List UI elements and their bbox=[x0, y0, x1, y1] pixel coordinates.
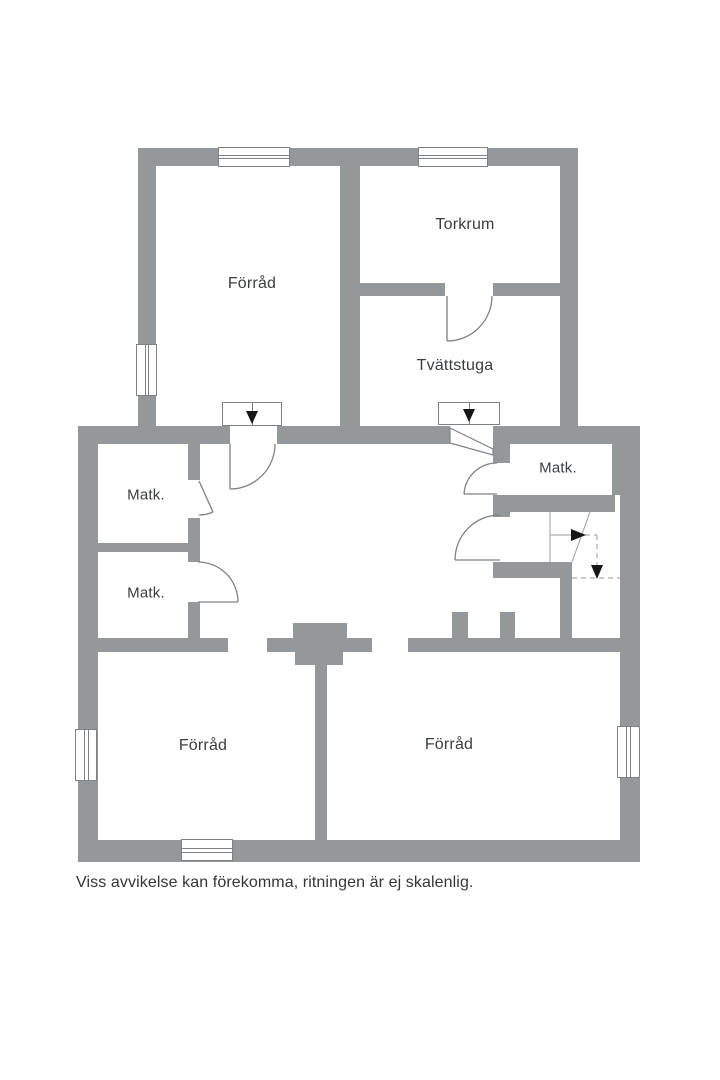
window-icon bbox=[181, 839, 233, 861]
stair-direction-right-arrow-icon bbox=[571, 529, 586, 541]
wall-segment bbox=[97, 638, 228, 652]
window-pane-line bbox=[630, 727, 631, 777]
window-icon bbox=[617, 726, 640, 778]
stair bbox=[549, 511, 620, 579]
step-down-arrow-icon bbox=[463, 409, 475, 422]
wall-segment bbox=[500, 612, 515, 638]
wall-segment bbox=[560, 578, 572, 652]
wall-segment bbox=[340, 166, 360, 441]
door-forrad-upper bbox=[229, 443, 276, 490]
door-tvattstuga bbox=[449, 427, 494, 456]
wall-segment bbox=[493, 444, 510, 463]
door-torkrum bbox=[446, 295, 493, 342]
stair-direction-down-arrow-icon bbox=[591, 565, 603, 579]
room-label-torkrum: Torkrum bbox=[435, 216, 495, 233]
wall-segment bbox=[493, 283, 560, 296]
wall-segment bbox=[188, 602, 200, 638]
window-icon bbox=[218, 147, 290, 167]
wall-segment bbox=[277, 426, 450, 444]
step-down-arrow-icon bbox=[246, 411, 258, 424]
door-arc bbox=[463, 462, 498, 495]
window-icon bbox=[418, 147, 488, 167]
room-label-matk-lower-left: Matk. bbox=[127, 584, 165, 602]
wall-segment bbox=[293, 623, 347, 638]
window-pane-line bbox=[148, 345, 149, 395]
wall-segment bbox=[188, 552, 200, 562]
window-pane-line bbox=[219, 158, 289, 159]
wall-segment bbox=[315, 665, 327, 840]
window-pane-line bbox=[219, 155, 289, 156]
door-leaf bbox=[449, 427, 494, 456]
wall-segment bbox=[612, 444, 622, 495]
wall-segment bbox=[267, 638, 372, 652]
door-arc bbox=[229, 443, 276, 490]
wall-segment bbox=[408, 638, 640, 652]
room-label-matk-upper-left: Matk. bbox=[127, 486, 165, 504]
window-icon bbox=[136, 344, 157, 396]
wall-segment bbox=[560, 148, 578, 441]
window-pane-line bbox=[182, 852, 232, 853]
door-arc bbox=[454, 514, 501, 561]
room-label-forrad-lower-right: Förråd bbox=[424, 736, 474, 753]
wall-segment bbox=[358, 283, 445, 296]
window-pane-line bbox=[419, 155, 487, 156]
window-pane-line bbox=[84, 730, 85, 780]
window-pane-line bbox=[626, 727, 627, 777]
disclaimer-text: Viss avvikelse kan förekomma, ritningen … bbox=[76, 874, 474, 891]
wall-segment bbox=[493, 495, 510, 517]
room-label-tvattstuga: Tvättstuga bbox=[416, 357, 494, 374]
wall-segment bbox=[98, 543, 200, 552]
room-label-forrad-upper: Förråd bbox=[227, 275, 277, 292]
room-label-matk-right: Matk. bbox=[539, 459, 577, 477]
door-arc bbox=[446, 295, 493, 342]
window-pane-line bbox=[88, 730, 89, 780]
door-stairwell bbox=[454, 514, 501, 561]
window-pane-line bbox=[419, 158, 487, 159]
door-arc bbox=[197, 561, 239, 603]
wall-segment bbox=[452, 612, 468, 638]
window-pane-line bbox=[182, 848, 232, 849]
door-leaf bbox=[198, 480, 214, 513]
wall-segment bbox=[188, 444, 200, 480]
wall-segment bbox=[510, 495, 615, 512]
door-arc bbox=[198, 511, 214, 516]
wall-segment bbox=[295, 652, 343, 665]
door-matk-upper-left bbox=[198, 480, 214, 516]
wall-segment bbox=[493, 562, 510, 578]
door-matk-right bbox=[463, 462, 498, 495]
door-matk-lower-left bbox=[197, 561, 239, 603]
window-icon bbox=[75, 729, 97, 781]
window-pane-line bbox=[145, 345, 146, 395]
room-label-forrad-lower-left: Förråd bbox=[178, 737, 228, 754]
wall-segment bbox=[188, 518, 200, 552]
wall-segment bbox=[508, 562, 572, 578]
